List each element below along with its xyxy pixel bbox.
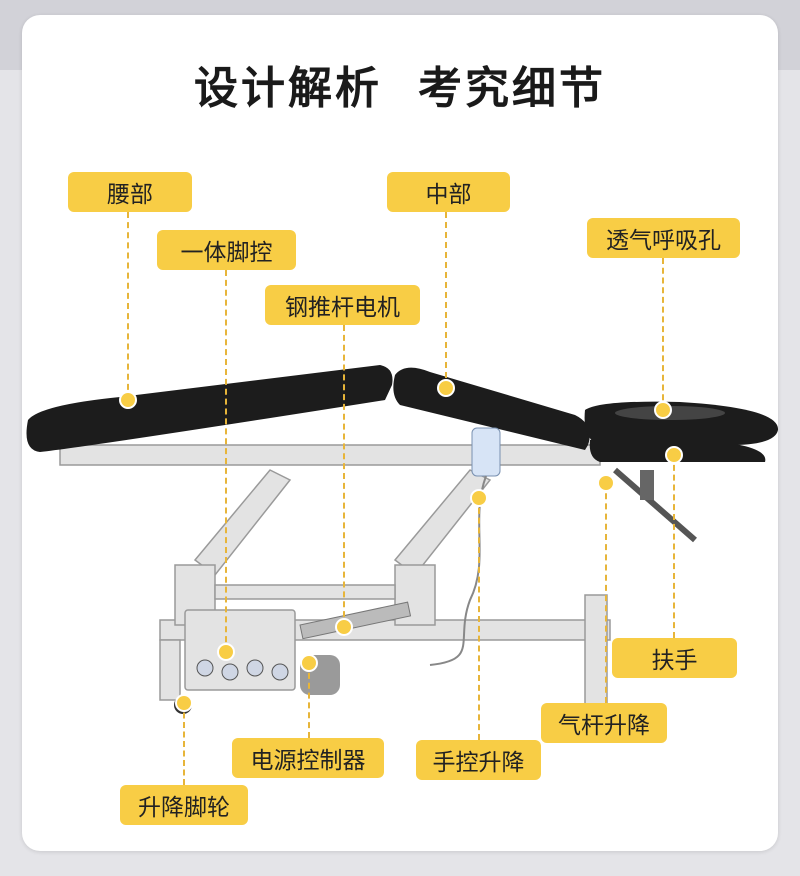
scissor-arm-left [193, 469, 292, 577]
waist-cushion [26, 365, 393, 452]
leader-line [127, 212, 129, 400]
label-middle: 中部 [387, 172, 510, 212]
top-frame [59, 444, 601, 466]
scissor-arm-right [393, 469, 492, 577]
leader-line [343, 325, 345, 627]
leader-line [308, 663, 310, 738]
page-title: 设计解析考究细节 [0, 52, 800, 116]
title-part2: 考究细节 [418, 63, 606, 114]
label-breathing-hole: 透气呼吸孔 [587, 218, 740, 258]
title-part1: 设计解析 [194, 63, 382, 114]
leader-line [673, 455, 675, 638]
motor-rod [299, 601, 412, 640]
label-armrest: 扶手 [612, 638, 737, 678]
leader-line [225, 270, 227, 652]
base-leg-right [584, 594, 608, 706]
marker-dot [119, 391, 137, 409]
leader-line [605, 483, 607, 703]
label-hand-lift: 手控升降 [416, 740, 541, 780]
marker-dot [217, 643, 235, 661]
cross-bar [214, 584, 396, 600]
leader-line [662, 258, 664, 410]
marker-dot [335, 618, 353, 636]
base-leg-left [159, 639, 181, 701]
marker-dot [300, 654, 318, 672]
marker-dot [470, 489, 488, 507]
hand-remote [471, 427, 501, 477]
label-power-controller: 电源控制器 [232, 738, 384, 778]
marker-dot [654, 401, 672, 419]
label-gas-lift: 气杆升降 [541, 703, 667, 743]
marker-dot [665, 446, 683, 464]
label-waist: 腰部 [68, 172, 192, 212]
leader-line [478, 498, 480, 740]
leader-line [445, 212, 447, 388]
marker-dot [597, 474, 615, 492]
label-motor: 钢推杆电机 [265, 285, 420, 325]
marker-dot [437, 379, 455, 397]
leader-line [183, 703, 185, 785]
marker-dot [175, 694, 193, 712]
label-casters: 升降脚轮 [120, 785, 248, 825]
label-foot-control: 一体脚控 [157, 230, 296, 270]
